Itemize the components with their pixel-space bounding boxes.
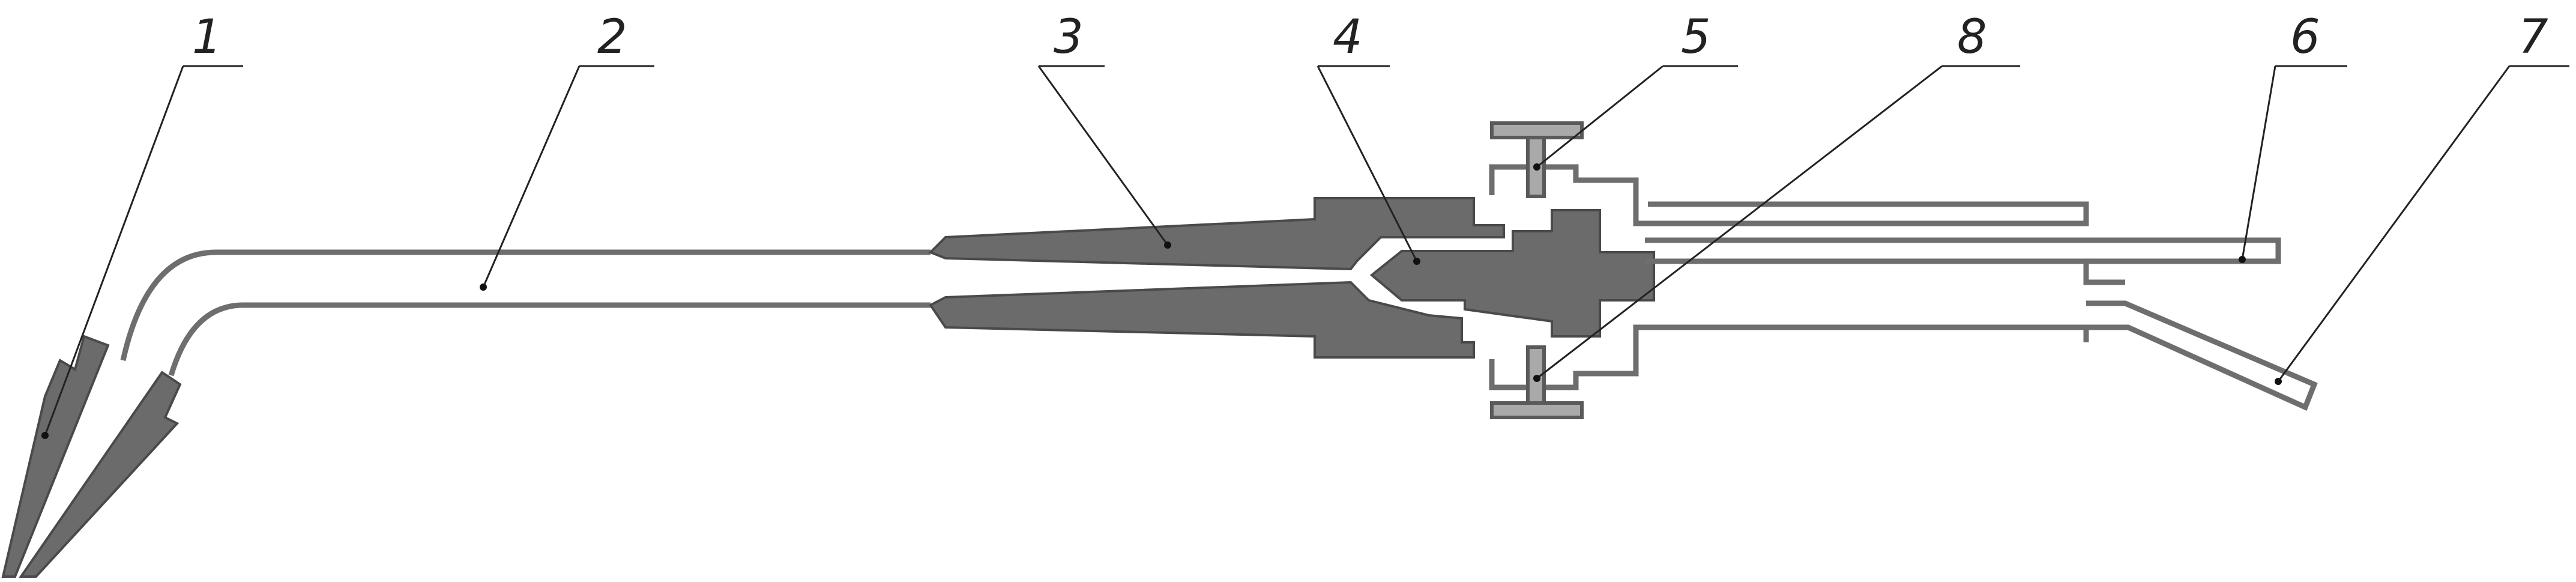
leader-dot-1 [41, 432, 49, 439]
leader-line-2 [482, 65, 581, 288]
callout-8: 8 [1533, 10, 2020, 382]
callout-label-4: 4 [1333, 10, 1363, 64]
valve-housing-upper-outline [1489, 164, 2089, 226]
part-6-tube-outline [1645, 237, 2281, 264]
part-5-valve-handle [1490, 121, 1584, 139]
leader-line-3 [1037, 65, 1169, 246]
leader-line-6 [2241, 65, 2276, 260]
part-3-body-lower [929, 280, 1475, 359]
leader-dot-2 [480, 283, 487, 291]
part-4-injector [1369, 209, 1655, 338]
callout-3: 3 [1037, 10, 1171, 249]
leader-line-1 [44, 65, 184, 436]
callout-label-7: 7 [2518, 10, 2548, 64]
leader-dot-8 [1533, 375, 1540, 382]
part-6-fitting-outline [2083, 261, 2125, 285]
callout-label-5: 5 [1681, 10, 1711, 64]
leader-dot-4 [1413, 258, 1420, 265]
part-8-valve-handle [1490, 401, 1584, 419]
leader-dot-6 [2239, 256, 2246, 263]
callout-label-1: 1 [192, 10, 222, 64]
callout-5: 5 [1533, 10, 1738, 171]
leader-line-8 [1536, 65, 1943, 380]
callout-4: 4 [1317, 10, 1420, 265]
callout-6: 6 [2239, 10, 2347, 263]
part-7-branch-outline [2086, 300, 2318, 411]
leader-line-7 [2277, 65, 2511, 382]
leader-line-5 [1536, 65, 1664, 168]
leader-dot-7 [2275, 378, 2282, 385]
valve-housing-lower-outline [1489, 324, 2089, 390]
callout-label-2: 2 [597, 10, 627, 64]
part-1-nozzle-right [19, 371, 182, 578]
callout-label-8: 8 [1957, 10, 1987, 64]
callout-label-3: 3 [1054, 10, 1084, 64]
leader-dot-3 [1164, 241, 1171, 249]
callout-label-6: 6 [2290, 10, 2320, 64]
part-1-nozzle-left [1, 335, 110, 578]
callout-7: 7 [2275, 10, 2569, 385]
part-2-tube-upper-wall [120, 249, 931, 361]
callout-2: 2 [480, 10, 654, 291]
leader-dot-5 [1533, 163, 1540, 171]
leader-line-4 [1317, 65, 1418, 262]
part-3-body-upper [928, 197, 1505, 271]
part-5-valve-stem [1526, 136, 1546, 198]
part-2-tube-lower-wall [168, 302, 931, 377]
callout-1: 1 [41, 10, 243, 439]
